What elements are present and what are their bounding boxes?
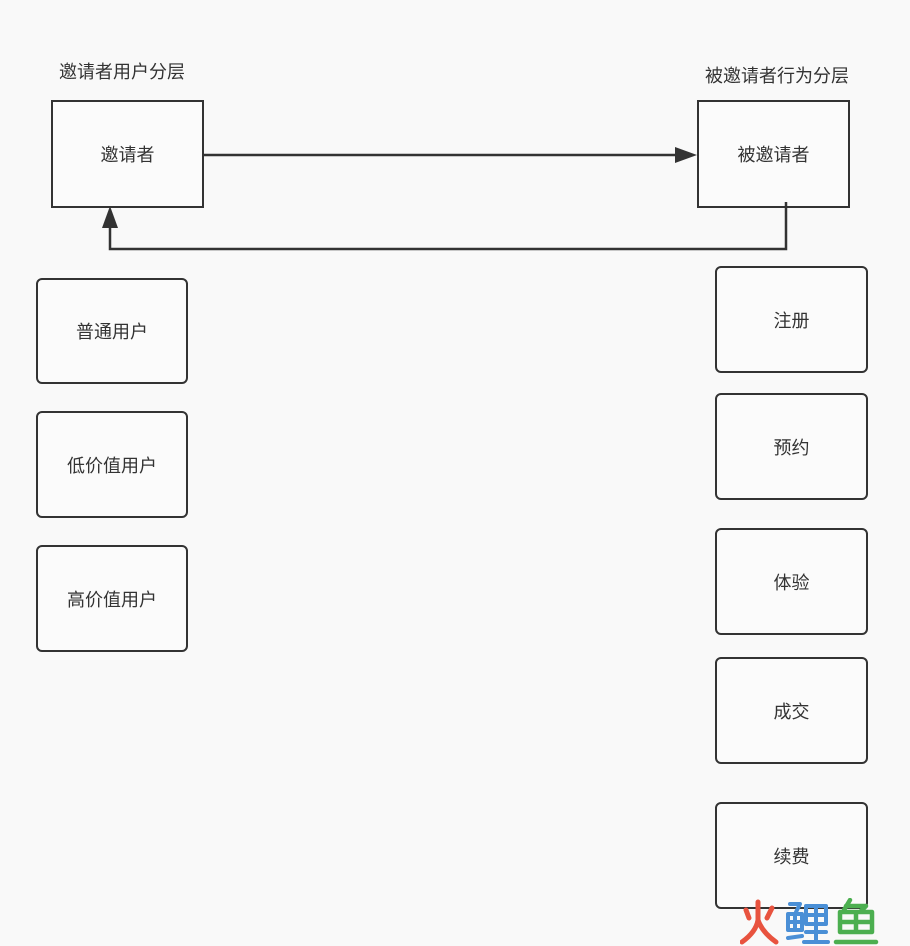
inviter-node-label: 邀请者: [100, 145, 155, 166]
fish-glyph: [833, 898, 879, 945]
invitee-node-label: 被邀请者: [737, 145, 810, 166]
arrowhead-right: [675, 147, 697, 163]
tier-box-low-value[interactable]: 低价值用户: [36, 411, 188, 518]
watermark-logo: [740, 898, 879, 945]
inviter-section-title: 邀请者用户分层: [59, 62, 185, 83]
arrowhead-up: [102, 206, 118, 228]
stage-box-renewal[interactable]: 续费: [715, 802, 868, 909]
stage-box-reserve[interactable]: 预约: [715, 393, 868, 500]
invitee-section-title: 被邀请者行为分层: [705, 66, 849, 87]
stage-box-register[interactable]: 注册: [715, 266, 868, 373]
carp-glyph: [786, 902, 830, 944]
tier-label: 普通用户: [76, 322, 148, 343]
tier-label: 低价值用户: [67, 455, 157, 477]
stage-label: 体验: [773, 572, 810, 594]
tier-label: 高价值用户: [67, 589, 157, 611]
arrow-invitee-to-inviter: [108, 202, 788, 251]
stage-label: 成交: [773, 701, 810, 723]
stage-label: 注册: [773, 310, 810, 332]
tier-box-regular[interactable]: 普通用户: [36, 278, 188, 384]
stage-box-deal[interactable]: 成交: [715, 657, 868, 764]
inviter-node[interactable]: 邀请者: [51, 100, 204, 208]
stage-label: 续费: [773, 846, 810, 868]
tier-box-high-value[interactable]: 高价值用户: [36, 545, 188, 652]
invitee-node[interactable]: 被邀请者: [697, 100, 850, 208]
stage-box-trial[interactable]: 体验: [715, 528, 868, 635]
fire-glyph: [740, 899, 779, 945]
stage-label: 预约: [773, 437, 810, 459]
